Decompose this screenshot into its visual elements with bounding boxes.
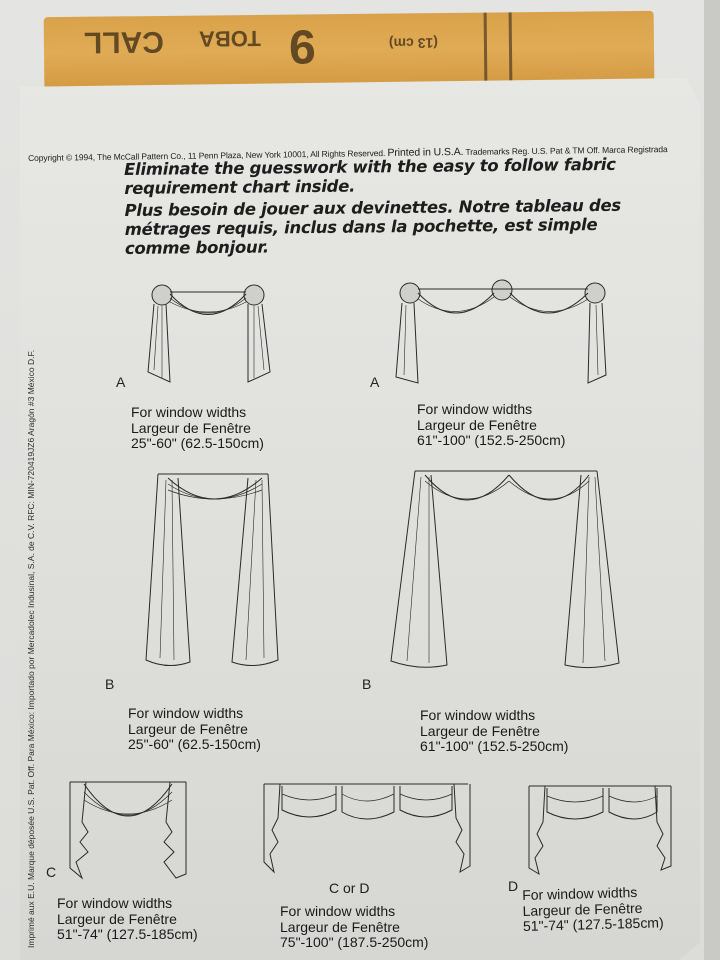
illustration-view-a-large: [392, 275, 612, 390]
tissue-text: (13 cm): [388, 35, 439, 52]
caption-view-a-large: For window widths Largeur de Fenêtre 61"…: [417, 401, 566, 448]
headline-french: Plus besoin de jouer aux devinettes. Not…: [124, 195, 621, 258]
illustration-view-c: [60, 778, 195, 888]
illustration-view-c-or-d: [260, 780, 475, 880]
view-letter: A: [370, 374, 380, 390]
tissue-pattern-peek: CALL TOBA 9 (13 cm): [43, 10, 655, 90]
view-letter: B: [362, 676, 372, 692]
tissue-text: CALL: [83, 24, 165, 59]
tissue-text: 9: [288, 19, 316, 73]
view-letter: C or D: [329, 880, 370, 896]
caption-view-b-small: For window widths Largeur de Fenêtre 25"…: [128, 705, 261, 752]
illustration-view-b-small: [128, 470, 288, 675]
illustration-view-d: [525, 782, 675, 882]
caption-view-a-small: For window widths Largeur de Fenêtre 25"…: [131, 404, 264, 451]
caption-view-b-large: For window widths Largeur de Fenêtre 61"…: [420, 707, 569, 754]
illustration-view-b-large: [385, 465, 625, 675]
illustration-view-a-small: [140, 280, 280, 395]
envelope-flap: [20, 78, 700, 960]
view-letter: C: [46, 864, 57, 880]
caption-view-c-or-d: For window widths Largeur de Fenêtre 75"…: [280, 903, 429, 950]
headline-english: Eliminate the guesswork with the easy to…: [124, 154, 616, 198]
view-letter: D: [508, 878, 519, 894]
legal-side-text: Imprimé aux E.U. Marque déposée U.S. Pat…: [26, 349, 36, 948]
headline: Eliminate the guesswork with the easy to…: [124, 155, 625, 261]
background-surface: [704, 0, 720, 960]
view-letter: A: [116, 374, 126, 390]
caption-view-d: For window widths Largeur de Fenêtre 51"…: [521, 883, 664, 934]
caption-view-c: For window widths Largeur de Fenêtre 51"…: [57, 895, 198, 942]
tissue-text: TOBA: [198, 25, 261, 52]
view-letter: B: [105, 676, 115, 692]
tissue-line: [483, 12, 488, 85]
tissue-line: [508, 12, 513, 85]
